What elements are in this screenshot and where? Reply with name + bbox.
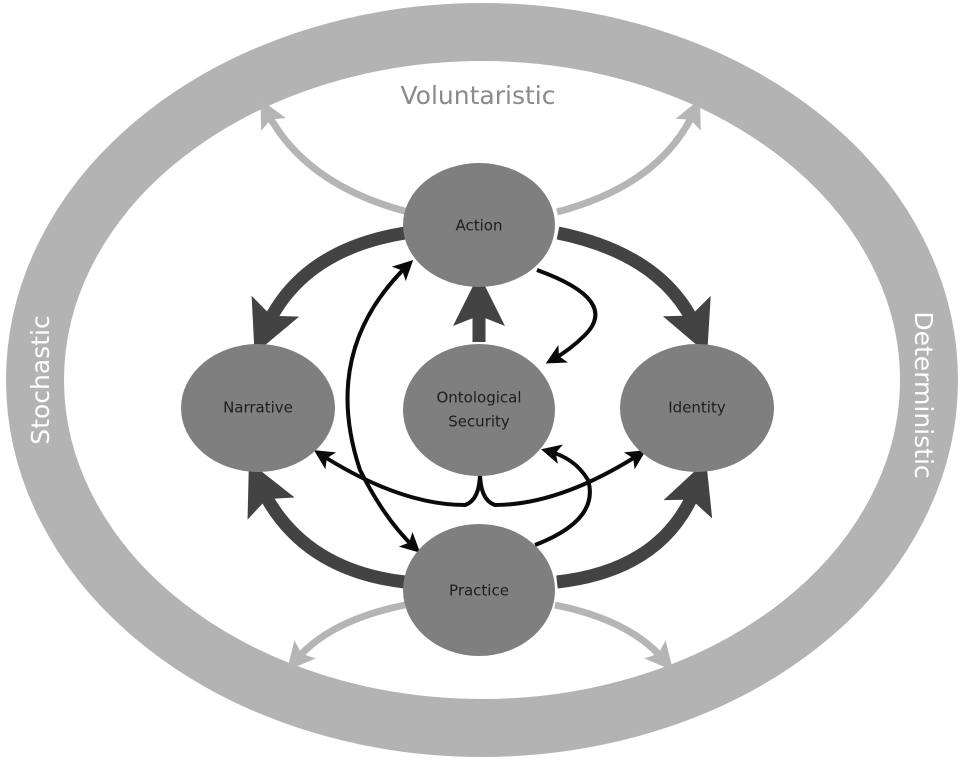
ring-label-top: Voluntaristic bbox=[401, 81, 556, 110]
node-label-practice: Practice bbox=[449, 582, 509, 600]
edge-action-to-ring-top-left bbox=[260, 99, 409, 216]
node-action: Action bbox=[403, 163, 555, 287]
edge-action-to-identity bbox=[556, 226, 711, 354]
edge-practice-to-narrative bbox=[247, 461, 406, 589]
edge-practice-to-ring-bottom-right bbox=[554, 601, 674, 671]
node-label-narrative: Narrative bbox=[223, 399, 293, 417]
ring-label-right: Deterministic bbox=[909, 311, 938, 478]
edge-practice-to-ring-bottom-left bbox=[286, 601, 406, 671]
ring-label-left: Stochastic bbox=[26, 315, 55, 444]
edge-ontological-to-narrative bbox=[313, 450, 482, 508]
edge-ontological-to-identity bbox=[478, 450, 647, 508]
edge-action-to-ontological bbox=[536, 268, 598, 364]
edge-practice-to-identity bbox=[556, 460, 713, 589]
outer-ring bbox=[6, 3, 958, 757]
edge-action-to-narrative bbox=[251, 226, 407, 354]
node-identity: Identity bbox=[620, 344, 774, 472]
node-label-action: Action bbox=[456, 217, 503, 235]
node-ontological-security: Ontological Security bbox=[403, 344, 555, 476]
node-narrative: Narrative bbox=[181, 344, 335, 472]
node-practice: Practice bbox=[403, 524, 555, 656]
node-label-security: Security bbox=[448, 413, 510, 431]
node-label-ontological: Ontological bbox=[436, 389, 521, 407]
edge-action-practice-bidirectional bbox=[345, 259, 421, 553]
edge-action-to-ring-top-right bbox=[556, 99, 701, 216]
node-label-identity: Identity bbox=[668, 399, 726, 417]
